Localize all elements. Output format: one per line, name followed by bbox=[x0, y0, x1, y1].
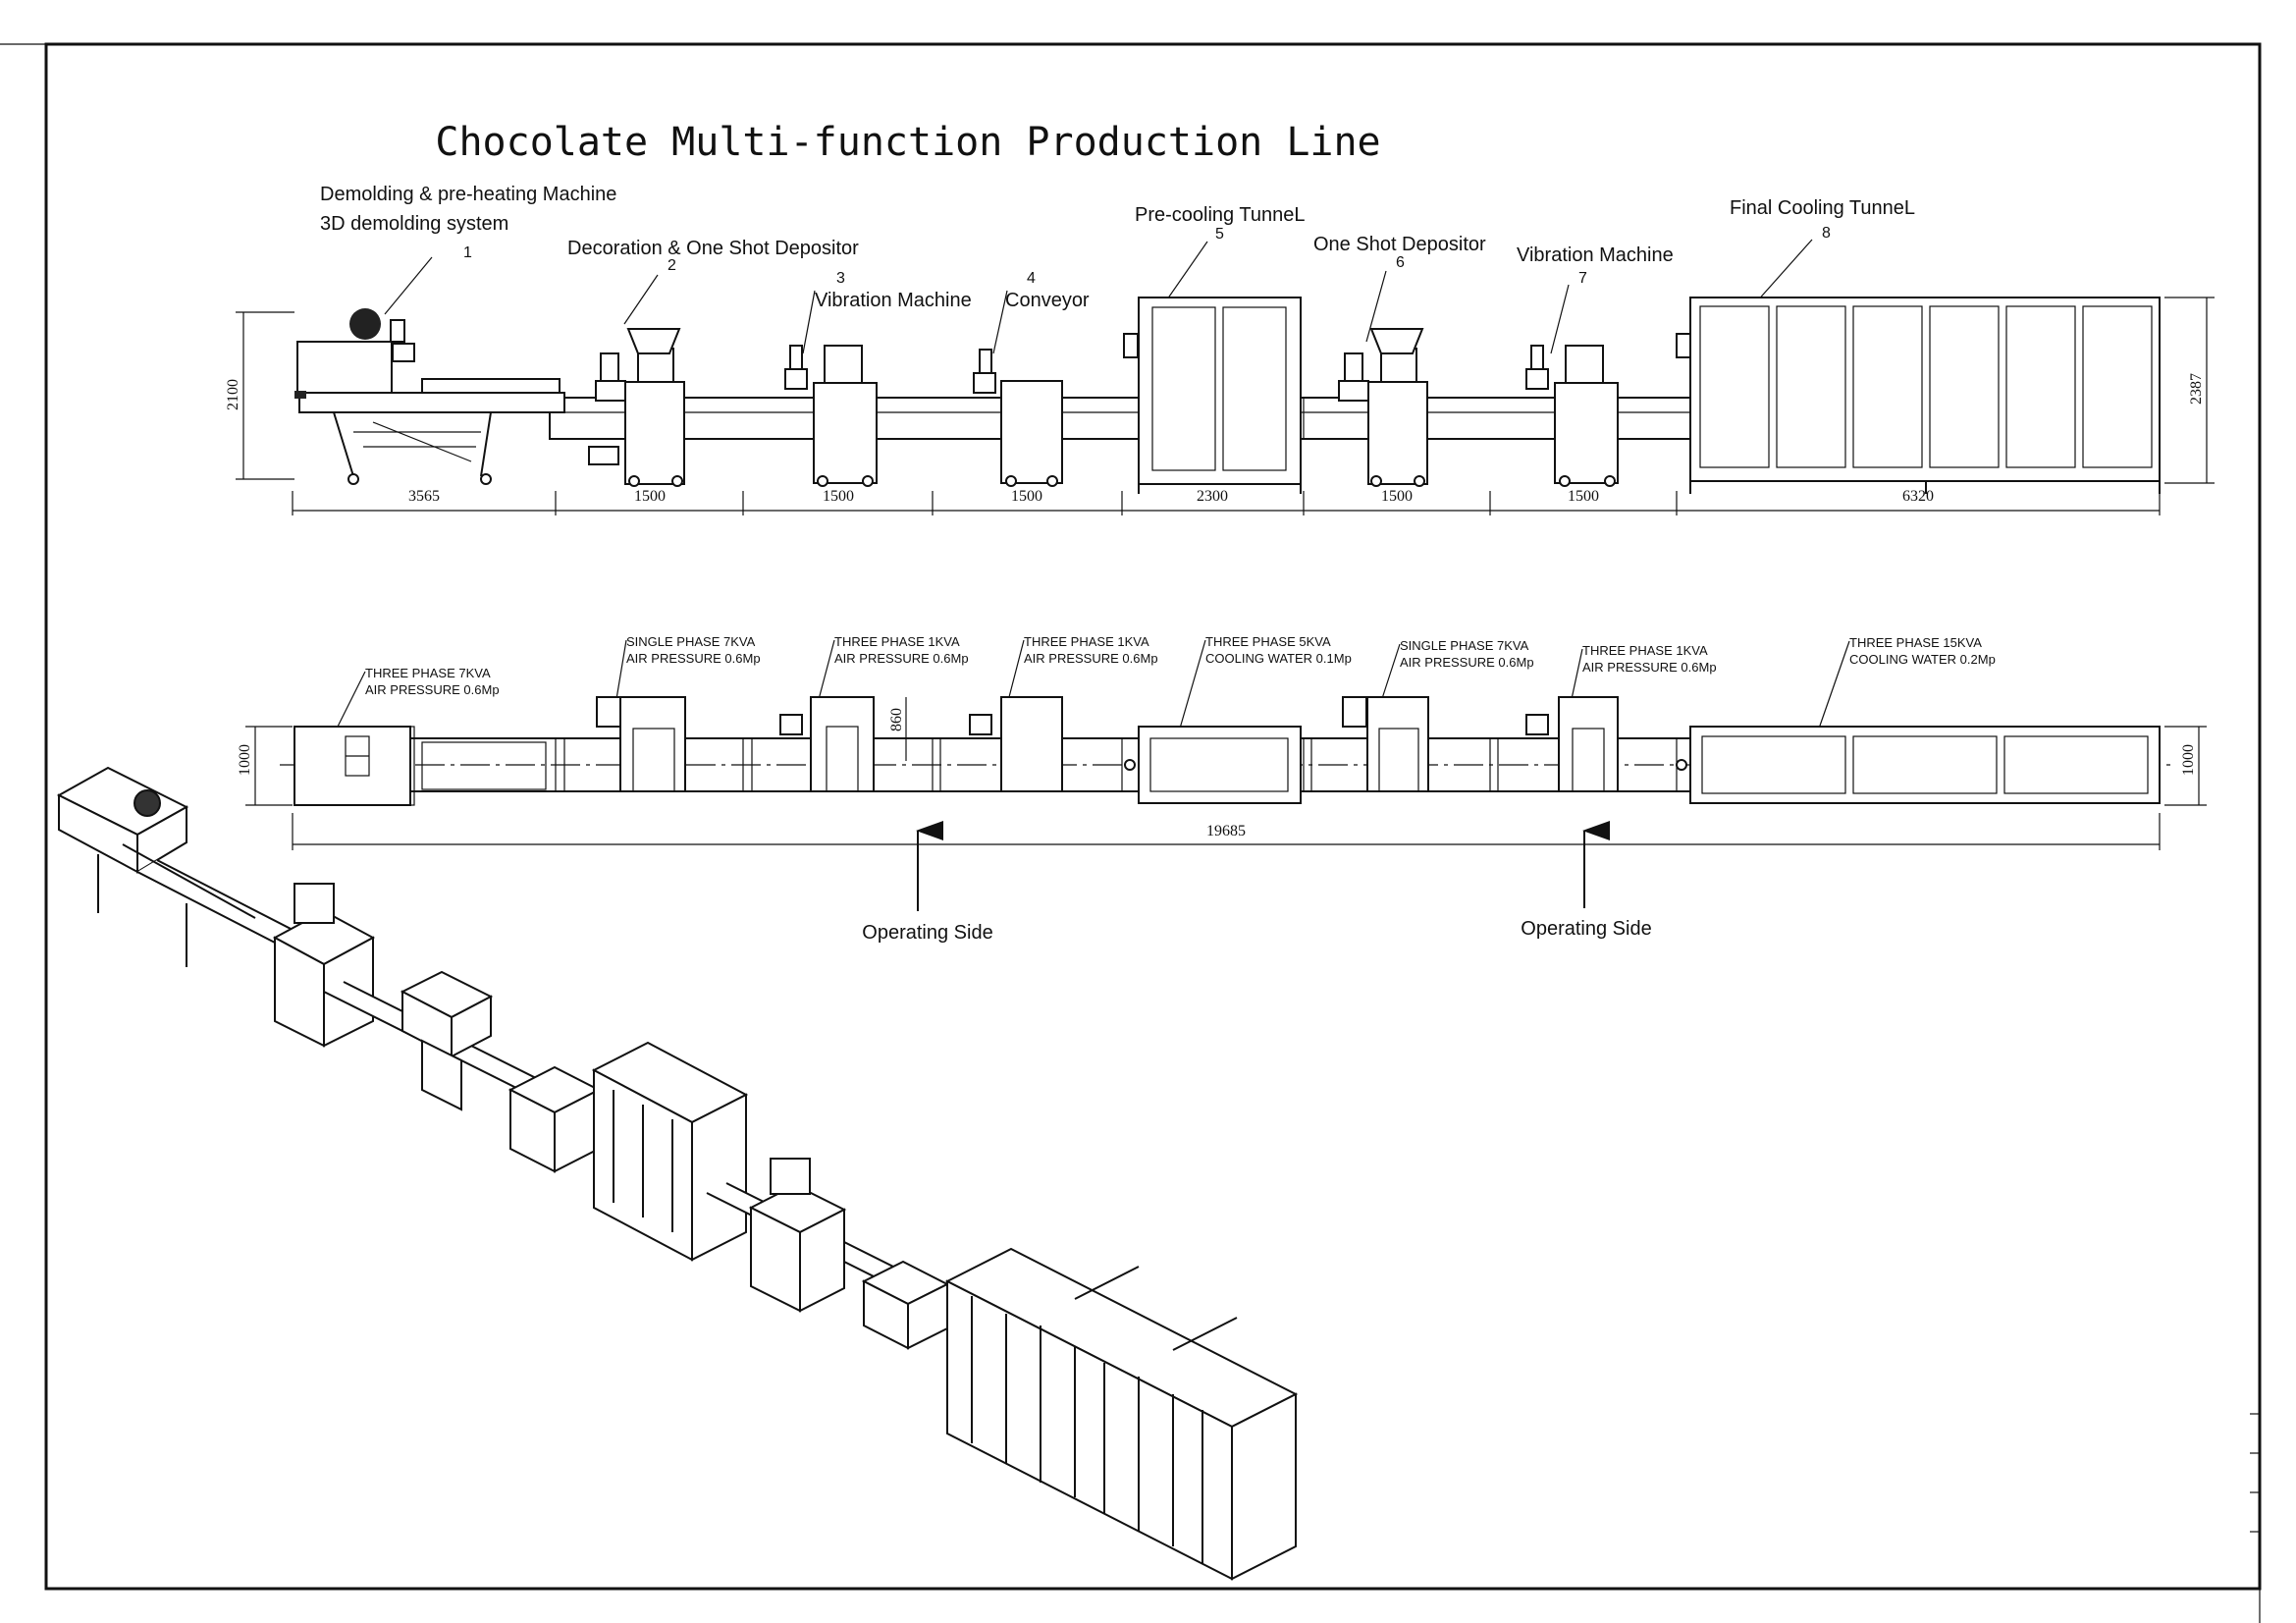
depositor-machine-2 bbox=[588, 328, 685, 487]
dim-2: 1500 bbox=[634, 488, 666, 505]
machine-7-label: Vibration Machine bbox=[1517, 244, 1674, 266]
spec-8-line2: COOLING WATER 0.2Mp bbox=[1849, 652, 1996, 667]
dim-4: 1500 bbox=[1011, 488, 1042, 505]
machine-1-label: Demolding & pre-heating Machine bbox=[320, 184, 616, 205]
drawing-title: Chocolate Multi-function Production Line bbox=[435, 120, 1380, 165]
isometric-view bbox=[56, 766, 1299, 1581]
conveyor-4 bbox=[973, 349, 1063, 487]
spec-7-line2: AIR PRESSURE 0.6Mp bbox=[1582, 660, 1717, 675]
spec-4-line2: AIR PRESSURE 0.6Mp bbox=[1024, 651, 1158, 666]
machine-2-number: 2 bbox=[667, 257, 676, 274]
spec-4-line1: THREE PHASE 1KVA bbox=[1024, 634, 1149, 649]
dim-6: 1500 bbox=[1381, 488, 1413, 505]
plan-view: THREE PHASE 7KVA AIR PRESSURE 0.6Mp SING… bbox=[237, 634, 2207, 944]
machine-3-label: Vibration Machine bbox=[815, 290, 972, 311]
spec-8-line1: THREE PHASE 15KVA bbox=[1849, 635, 1982, 650]
vibration-machine-3 bbox=[784, 345, 878, 487]
pre-cooling-tunnel bbox=[1123, 297, 1302, 494]
dim-5: 2300 bbox=[1197, 488, 1228, 505]
spec-6-line2: AIR PRESSURE 0.6Mp bbox=[1400, 655, 1534, 670]
spec-5-line2: COOLING WATER 0.1Mp bbox=[1205, 651, 1352, 666]
spec-2-line2: AIR PRESSURE 0.6Mp bbox=[626, 651, 761, 666]
operating-side-label-2: Operating Side bbox=[1521, 918, 1651, 940]
machine-5-number: 5 bbox=[1215, 226, 1224, 243]
machine-1-sublabel: 3D demolding system bbox=[320, 213, 508, 235]
demolding-machine bbox=[294, 308, 565, 485]
spec-1-line2: AIR PRESSURE 0.6Mp bbox=[365, 682, 500, 697]
sheet-border bbox=[44, 42, 2262, 1591]
machine-4-label: Conveyor bbox=[1005, 290, 1090, 311]
depositor-machine-6 bbox=[1338, 328, 1428, 487]
machine-6-label: One Shot Depositor bbox=[1313, 234, 1486, 255]
spec-1-line1: THREE PHASE 7KVA bbox=[365, 666, 491, 680]
machine-3-number: 3 bbox=[836, 270, 845, 287]
machine-8-label: Final Cooling TunneL bbox=[1730, 197, 1915, 219]
spec-3-line1: THREE PHASE 1KVA bbox=[834, 634, 960, 649]
dim-3: 1500 bbox=[823, 488, 854, 505]
operating-side-label-1: Operating Side bbox=[862, 922, 992, 944]
spec-7-line1: THREE PHASE 1KVA bbox=[1582, 643, 1708, 658]
machine-8-number: 8 bbox=[1822, 225, 1831, 242]
final-cooling-tunnel bbox=[1676, 297, 2161, 494]
spec-3-line2: AIR PRESSURE 0.6Mp bbox=[834, 651, 969, 666]
plan-width-left: 1000 bbox=[237, 744, 253, 776]
machine-2-label: Decoration & One Shot Depositor bbox=[567, 238, 859, 259]
height-dim-left: 2100 bbox=[225, 379, 241, 410]
machine-4-number: 4 bbox=[1027, 270, 1036, 287]
height-dim-right: 2387 bbox=[2188, 373, 2205, 405]
dim-1: 3565 bbox=[408, 488, 440, 505]
elevation-view: Demolding & pre-heating Machine 3D demol… bbox=[225, 184, 2215, 515]
dim-7: 1500 bbox=[1568, 488, 1599, 505]
dim-8: 6320 bbox=[1902, 488, 1934, 505]
spec-5-line1: THREE PHASE 5KVA bbox=[1205, 634, 1331, 649]
plan-width-right: 1000 bbox=[2180, 744, 2197, 776]
machine-1-number: 1 bbox=[463, 244, 472, 261]
machine-6-number: 6 bbox=[1396, 254, 1405, 271]
total-length-dim: 19685 bbox=[1206, 823, 1246, 839]
plan-dim-860: 860 bbox=[888, 708, 905, 731]
vibration-machine-7 bbox=[1525, 345, 1619, 487]
spec-6-line1: SINGLE PHASE 7KVA bbox=[1400, 638, 1529, 653]
spec-2-line1: SINGLE PHASE 7KVA bbox=[626, 634, 756, 649]
machine-7-number: 7 bbox=[1578, 270, 1587, 287]
machine-5-label: Pre-cooling TunneL bbox=[1135, 204, 1305, 226]
